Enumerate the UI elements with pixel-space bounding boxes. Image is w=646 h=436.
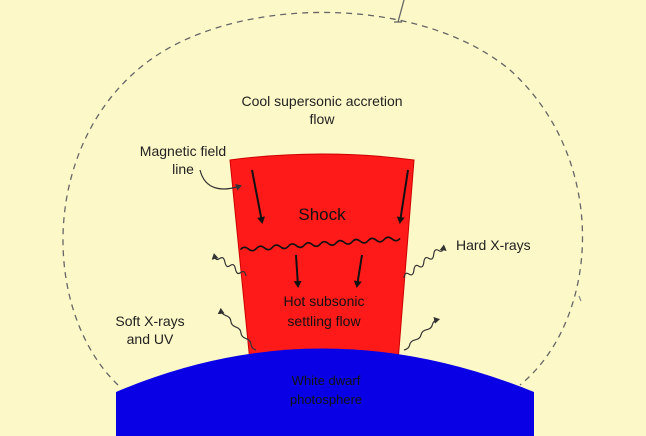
- stray-dash: [578, 295, 582, 302]
- shock-front: [239, 236, 401, 252]
- soft-xrays-label-line1: Soft X-rays: [115, 313, 184, 329]
- inflow-arrow-right: [396, 169, 409, 224]
- magnetosphere-boundary: [62, 11, 584, 386]
- soft-xray-wave-right: [403, 316, 441, 351]
- field-line-label-line1: Magnetic field: [140, 143, 226, 159]
- white-dwarf-label-line2: photosphere: [290, 392, 362, 407]
- settling-arrow-left: [293, 254, 302, 288]
- hard-xray-wave-left: [211, 253, 247, 277]
- field-line-label-line2: line: [172, 161, 194, 177]
- soft-xray-wave-left: [217, 307, 257, 351]
- soft-xrays-label-line2: and UV: [127, 331, 174, 347]
- hard-xrays-label: Hard X-rays: [456, 237, 531, 253]
- accretion-label-line2: flow: [310, 111, 336, 127]
- accretion-label-line1: Cool supersonic accretion: [241, 93, 402, 109]
- field-line-pointer: [199, 169, 242, 191]
- inflow-arrow-left: [251, 169, 265, 224]
- white-dwarf-label-line1: White dwarf: [292, 373, 361, 388]
- accretion-column: [229, 153, 415, 363]
- white-dwarf: [116, 348, 534, 436]
- hard-xray-wave: [403, 244, 447, 279]
- hot-flow-label-line1: Hot subsonic: [284, 293, 365, 309]
- shock-label: Shock: [298, 205, 346, 224]
- boundary-tick: [397, 0, 405, 23]
- settling-arrow-right: [353, 254, 363, 288]
- hot-flow-label-line2: settling flow: [287, 313, 361, 329]
